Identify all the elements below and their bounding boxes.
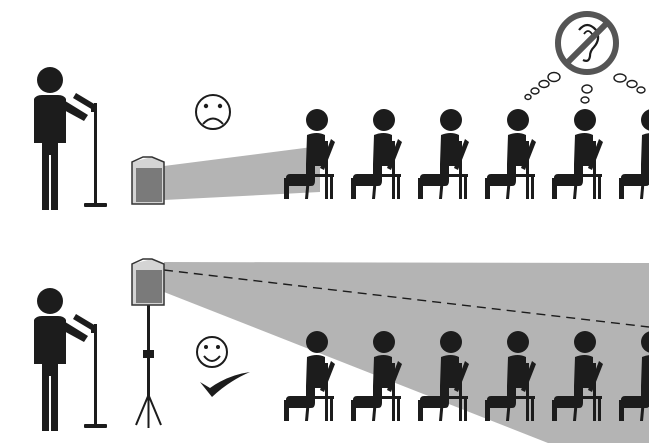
scene-speaker-on-stand: [34, 259, 649, 443]
audience-member: [351, 109, 402, 199]
scene-speaker-on-floor: [34, 14, 649, 210]
no-hearing-icon: [558, 14, 616, 72]
checkmark-icon: [200, 372, 250, 397]
audience-member: [284, 331, 335, 421]
stand-speaker: [132, 259, 164, 305]
audience-row-top: [284, 109, 649, 199]
audience-member: [619, 109, 649, 199]
audience-member: [552, 109, 603, 199]
happy-face-icon: [197, 337, 227, 367]
presenter-top: [34, 67, 107, 210]
floor-speaker: [132, 157, 164, 204]
speaker-tripod-stand: [136, 303, 161, 428]
thought-bubbles: [525, 73, 645, 104]
audience-member: [485, 109, 536, 199]
audience-member: [418, 109, 469, 199]
presenter-bottom: [34, 288, 107, 431]
sad-face-icon: [196, 95, 230, 129]
sound-beam-short: [164, 146, 320, 200]
